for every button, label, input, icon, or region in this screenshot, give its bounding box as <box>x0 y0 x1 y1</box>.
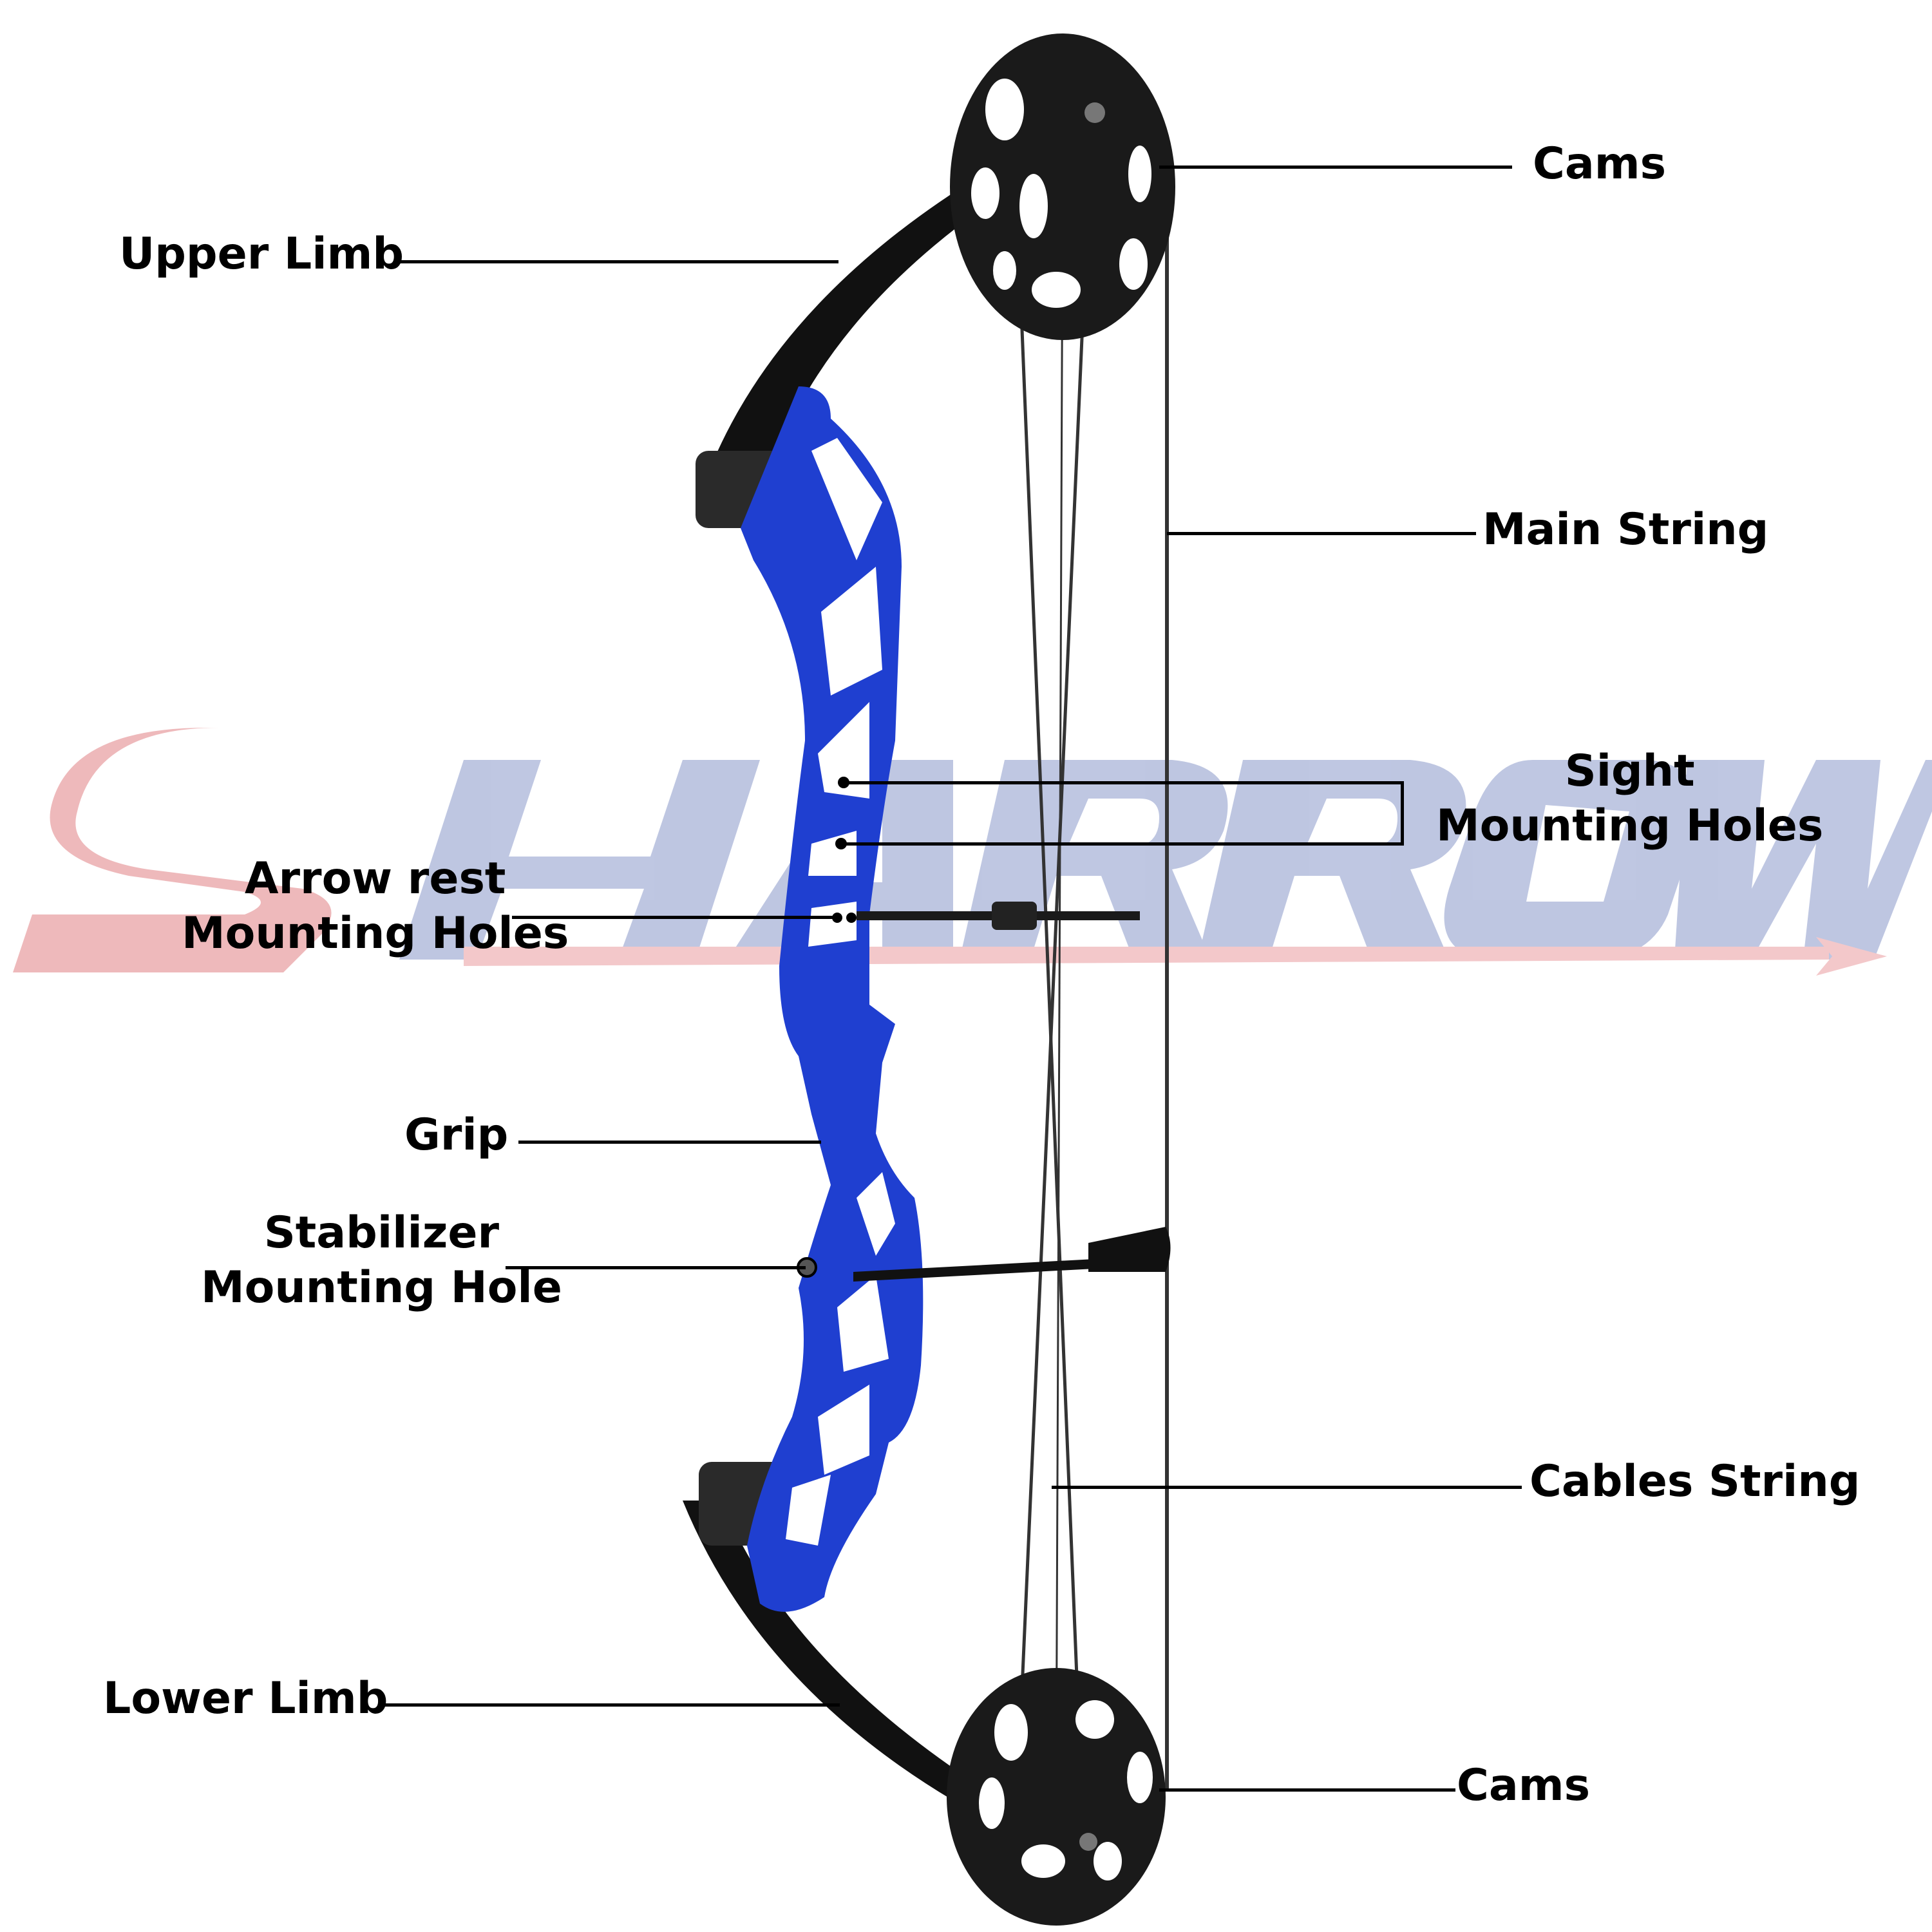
cams-top-label: Cams <box>1533 138 1667 189</box>
watermark-letter-w <box>1674 760 1932 960</box>
stabilizer-rod <box>853 1259 1095 1282</box>
stabilizer-mounting-hole-label: Stabilizer Mounting Hole <box>201 1206 562 1315</box>
arrow-rest-label-line1: Arrow rest <box>244 853 506 904</box>
main-string-leader <box>1167 532 1476 535</box>
sight-label-line2: Mounting Holes <box>1436 800 1824 851</box>
watermark-letter-h <box>399 760 760 960</box>
cams-top-leader <box>1159 166 1512 169</box>
lower-limb-leader <box>381 1703 840 1707</box>
upper-limb-leader <box>398 260 838 263</box>
stabilizer-label-line2: Mounting Hole <box>201 1262 562 1313</box>
stabilizer-label-line1: Stabilizer <box>263 1208 500 1258</box>
cable-string-2 <box>1016 193 1090 1791</box>
arrow-rest-label-line2: Mounting Holes <box>182 908 569 959</box>
arrow-rest-leader <box>512 916 840 919</box>
stabilizer-tip <box>1088 1227 1171 1272</box>
stabilizer-leader <box>506 1266 806 1269</box>
watermark-arrowhead <box>1816 937 1887 976</box>
top-cam-shape <box>950 33 1175 340</box>
upper-limb-label: Upper Limb <box>119 229 404 279</box>
sight-leader-bracket <box>1401 781 1404 846</box>
watermark-letter-o <box>1444 760 1698 960</box>
sight-mounting-holes-label: Sight Mounting Holes <box>1436 744 1823 853</box>
arrow-rest-mounting-holes-label: Arrow rest Mounting Holes <box>182 851 569 961</box>
grip-leader <box>518 1141 821 1144</box>
lower-limb-label: Lower Limb <box>103 1673 388 1724</box>
bottom-cam-shape <box>947 1668 1166 1926</box>
arrow-rest-knob <box>992 902 1037 930</box>
cams-bottom-leader <box>1159 1788 1455 1792</box>
riser-cutouts <box>786 438 895 1546</box>
arrow-rest-hole-2 <box>846 913 857 923</box>
main-string-label: Main String <box>1482 504 1769 555</box>
cams-bottom-label: Cams <box>1457 1760 1591 1811</box>
cables-string-label: Cables String <box>1530 1456 1861 1507</box>
sight-label-line1: Sight <box>1564 746 1695 797</box>
bow-strings <box>1016 161 1169 1804</box>
sight-leader-upper <box>844 781 1404 784</box>
sight-leader-lower <box>841 842 1404 846</box>
watermark-letter-s <box>13 728 451 972</box>
grip-label: Grip <box>404 1110 509 1160</box>
cable-string-3 <box>1055 205 1064 1797</box>
watermark-letter-r2 <box>1198 760 1466 960</box>
cable-string-1 <box>1016 218 1084 1804</box>
cables-string-leader <box>1052 1486 1522 1489</box>
